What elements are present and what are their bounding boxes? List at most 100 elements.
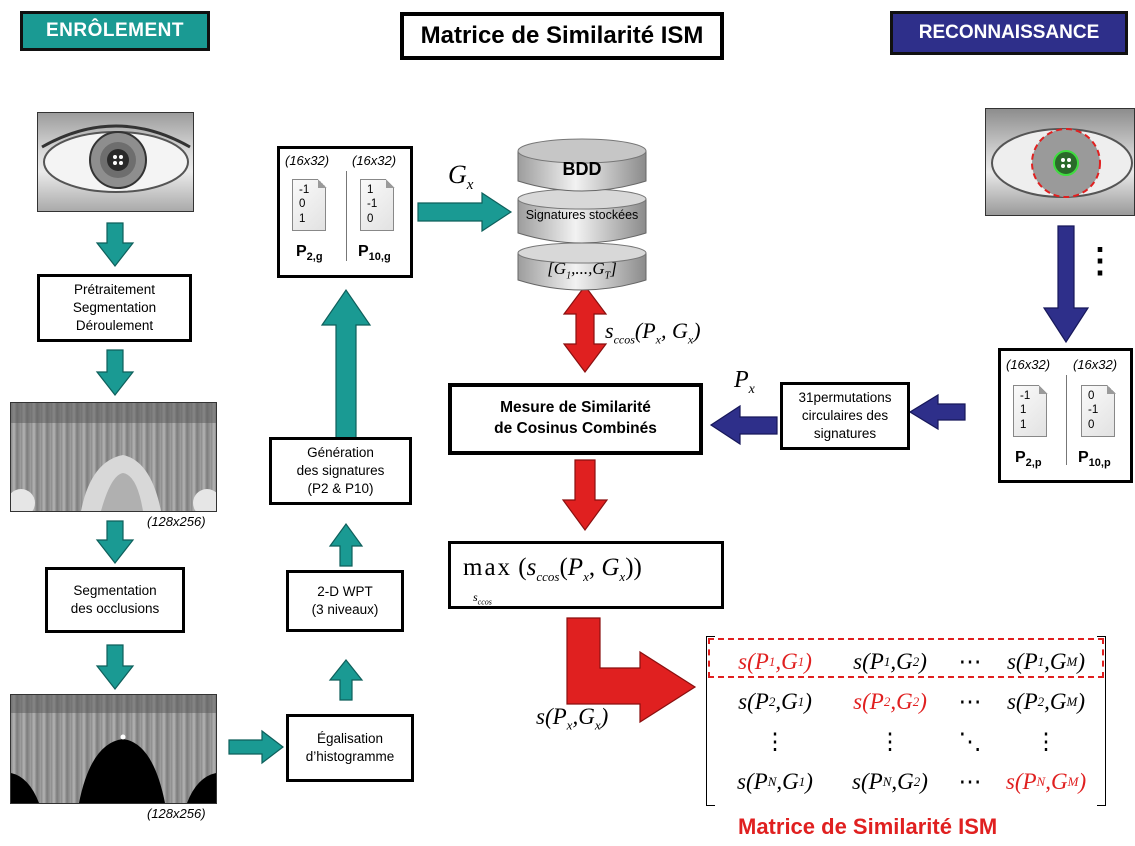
equalization-line: d’histogramme — [305, 749, 395, 764]
measure-line: Mesure de Similarité — [500, 399, 651, 417]
signature-label-sub: 2,g — [306, 251, 323, 264]
first-row-highlight — [708, 638, 1104, 678]
signature-value: 0 — [367, 212, 374, 225]
signature-value: 0 — [299, 198, 306, 211]
signature-file-icon: -1 1 1 — [1013, 384, 1048, 437]
probe-signature-box: (16x32) (16x32) -1 1 1 0 -1 0 P2,p P10,p — [998, 348, 1133, 483]
unwrapped-iris-image — [10, 402, 217, 512]
occlusion-line: des occlusions — [70, 601, 160, 616]
mask-shape-icon — [11, 695, 216, 803]
iris-texture-icon — [11, 403, 216, 511]
signature-value: 0 — [1088, 418, 1095, 431]
signature-value: 1 — [1020, 418, 1027, 431]
occlusion-masked-image — [10, 694, 217, 804]
equalization-line: Égalisation — [316, 730, 384, 746]
scos-label: sccos(Px, Gx) — [605, 318, 701, 347]
max-expression: max (sccos(Px, Gx)) — [463, 554, 642, 584]
permutation-line: circulaires des — [801, 407, 889, 423]
database-cylinder: BDD Signatures stockées [G1,...,GT] — [512, 135, 652, 295]
preprocessing-line: Prétraitement — [73, 281, 156, 297]
signature-value: 1 — [299, 212, 306, 225]
matrix-caption: Matrice de Similarité ISM — [738, 814, 998, 839]
signature-size-left: (16x32) — [1006, 357, 1051, 372]
signature-divider — [1066, 375, 1067, 465]
red-arrows — [561, 285, 697, 724]
matrix-cell: ⋯ — [958, 689, 982, 714]
signature-label-sub: 2,p — [1025, 457, 1042, 470]
signature-file-icon: -1 0 1 — [292, 178, 327, 231]
signature-divider — [346, 171, 347, 261]
signature-size-right: (16x32) — [352, 153, 397, 168]
wpt-line: 2-D WPT — [317, 583, 373, 599]
permutation-line: signatures — [813, 426, 877, 442]
signature-label-main: P — [1078, 449, 1089, 466]
signature-label-p2g: P2,g — [296, 243, 323, 263]
similarity-measure-box: Mesure de Similarité de Cosinus Combinés — [448, 383, 703, 455]
signature-generation-box: Génération des signatures (P2 & P10) — [269, 437, 412, 505]
matrix-left-bracket — [706, 636, 715, 806]
px-label: Px — [734, 367, 755, 397]
database-stored-label: Signatures stockées — [525, 208, 639, 222]
matrix-cell: ⋱ — [958, 729, 982, 754]
signature-label-p10p: P10,p — [1078, 449, 1111, 469]
wpt-box: 2-D WPT (3 niveaux) — [286, 570, 404, 632]
page-title: Matrice de Similarité ISM — [400, 12, 724, 60]
occlusion-segmentation-box: Segmentation des occlusions — [45, 567, 185, 633]
occlusion-line: Segmentation — [73, 582, 157, 598]
signature-size-left: (16x32) — [285, 153, 330, 168]
signature-value: -1 — [299, 184, 310, 196]
matrix-cell: ⋮ — [1034, 729, 1058, 754]
size-label: (128x256) — [147, 514, 206, 529]
signature-label-main: P — [358, 243, 369, 260]
database-icon — [517, 138, 647, 291]
generation-line: Génération — [307, 444, 374, 460]
max-similarity-box: max (sccos(Px, Gx)) sccos — [448, 541, 724, 609]
signature-label-main: P — [1015, 449, 1026, 466]
preprocessing-box: Prétraitement Segmentation Déroulement — [37, 274, 192, 342]
database-title: BDD — [562, 159, 602, 179]
spx-label: s(Px,Gx) — [536, 704, 609, 733]
matrix-cell: ⋮ — [878, 729, 902, 754]
probe-eye-image — [985, 108, 1135, 216]
preprocessing-line: Déroulement — [75, 318, 154, 334]
signature-value: 1 — [367, 184, 374, 196]
signature-label-sub: 10,p — [1088, 457, 1111, 470]
eye-icon — [41, 124, 191, 193]
enrolement-header: ENRÔLEMENT — [20, 11, 210, 51]
reconnaissance-header-label: RECONNAISSANCE — [918, 22, 1100, 43]
continuation-dots: ⋮ — [1083, 242, 1117, 280]
matrix-cell: ⋮ — [763, 729, 787, 754]
signature-value: -1 — [1020, 390, 1031, 402]
histogram-equalization-box: Égalisation d’histogramme — [286, 714, 414, 782]
probe-eye-icon — [991, 128, 1133, 198]
matrix-cell: ⋯ — [958, 649, 982, 674]
signature-size-right: (16x32) — [1073, 357, 1118, 372]
signature-file-icon: 1 -1 0 — [360, 178, 395, 231]
measure-line: de Cosinus Combinés — [494, 420, 657, 437]
database-gallery-set: [G1,...,GT] — [547, 259, 617, 282]
size-label: (128x256) — [147, 806, 206, 821]
gallery-signature-box: (16x32) (16x32) -1 0 1 1 -1 0 P2,g P10,g — [277, 146, 413, 278]
signature-value: -1 — [367, 198, 378, 211]
signature-value: -1 — [1088, 404, 1099, 417]
signature-value: 0 — [1088, 390, 1095, 402]
enrolement-header-label: ENRÔLEMENT — [46, 20, 184, 41]
wpt-line: (3 niveaux) — [311, 602, 379, 617]
navy-arrows — [709, 225, 1090, 446]
teal-arrows — [95, 191, 513, 765]
circular-permutations-box: 31permutations circulaires des signature… — [780, 382, 910, 450]
max-subscript: sccos — [473, 590, 492, 607]
signature-label-sub: 10,g — [368, 251, 391, 264]
